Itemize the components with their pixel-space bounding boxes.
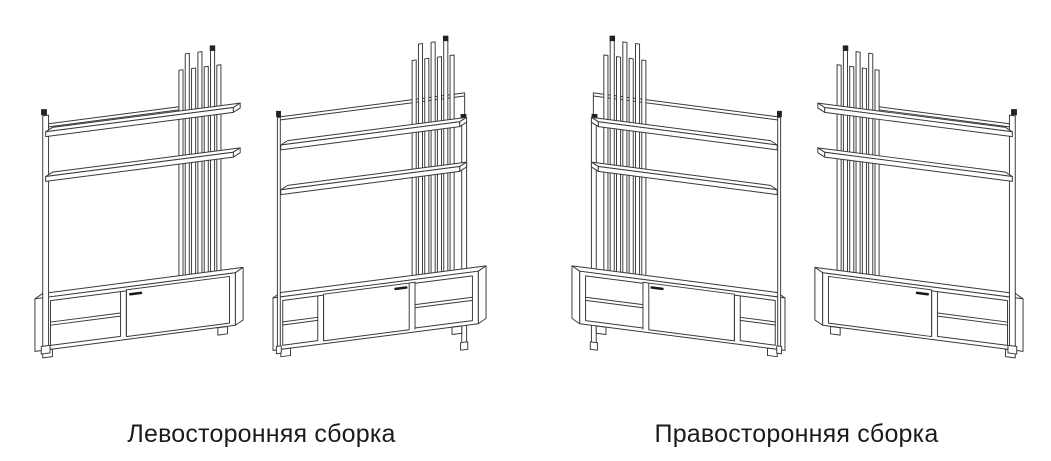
right-assembly-caption: Правосторонняя сборка — [654, 420, 939, 448]
right-assembly-drawings — [568, 6, 1025, 364]
left-assembly-view-2-drawing — [271, 34, 488, 358]
right-assembly-view-1-drawing — [570, 34, 787, 358]
right-assembly-view-2-drawing — [813, 44, 1025, 360]
left-assembly-drawings — [33, 6, 490, 364]
left-assembly-caption: Левосторонняя сборка — [127, 420, 396, 448]
left-assembly-group: Левосторонняя сборка — [33, 6, 490, 449]
right-assembly-group: Правосторонняя сборка — [568, 6, 1025, 449]
left-assembly-view-1-drawing — [33, 44, 245, 360]
